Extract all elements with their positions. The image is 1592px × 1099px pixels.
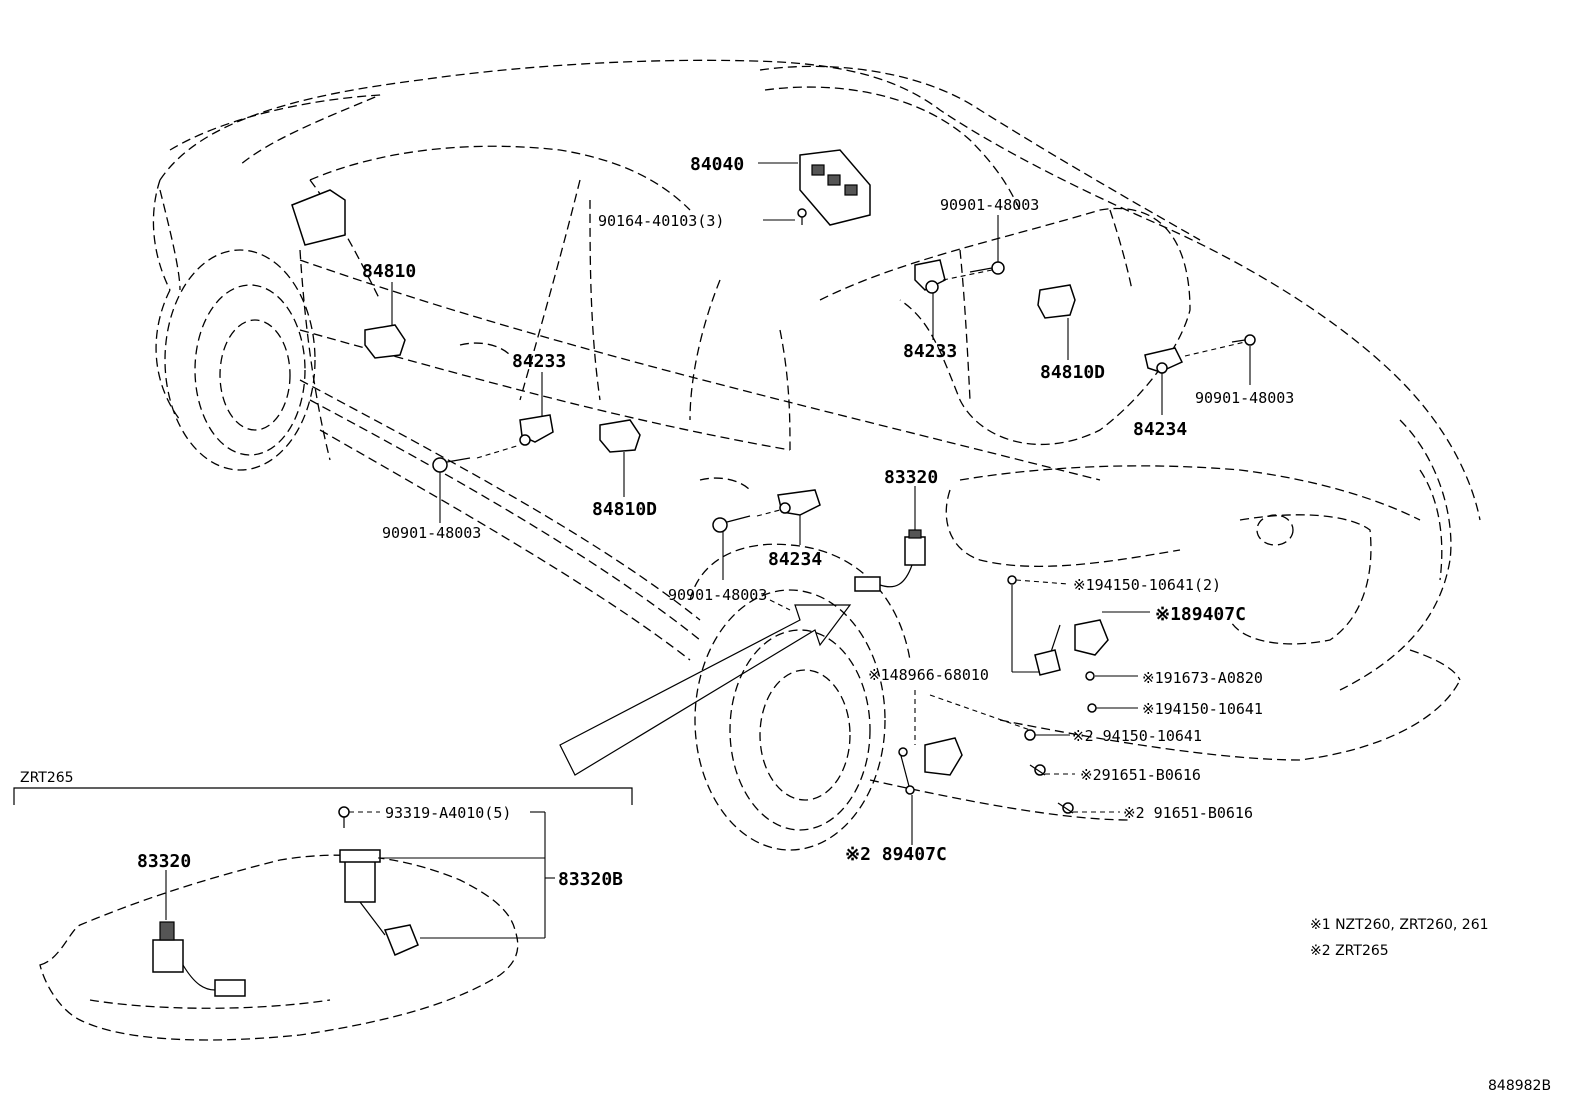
label-90901-front: 90901-48003 — [382, 524, 481, 542]
leader-lines — [391, 162, 1251, 845]
note-1: ※1 NZT260, ZRT260, 261 — [1310, 917, 1489, 933]
bolt-90901-mid — [712, 515, 751, 533]
bolt-90901-rear — [1231, 334, 1256, 346]
label-90901-top: 90901-48003 — [940, 196, 1039, 214]
nut-94150-1 — [1087, 703, 1097, 713]
label-94150-2: ※194150-10641(2) — [1073, 576, 1221, 594]
label-91651-b: ※2 91651-B0616 — [1123, 804, 1253, 822]
label-inset-83320: 83320 — [137, 851, 191, 872]
label-84810D-rear: 84810D — [1040, 362, 1105, 383]
callout-arrow — [559, 604, 852, 776]
label-84810: 84810 — [362, 261, 416, 282]
label-93319: 93319-A4010(5) — [385, 804, 511, 822]
window-switch-84810D-rear — [1037, 284, 1076, 319]
courtesy-switch-84234-mid — [777, 489, 821, 516]
inset-zrt265: ZRT265 93319-A4010(5) 83320 83320B — [13, 770, 633, 1041]
screw-90164 — [797, 208, 807, 225]
note-2: ※2 ZRT265 — [1310, 943, 1389, 959]
master-window-switch-84040 — [799, 149, 871, 226]
courtesy-switch-84233-front — [519, 414, 554, 446]
label-84233-front: 84233 — [512, 351, 566, 372]
label-83320B: 83320B — [558, 869, 623, 890]
bolt-91651-b — [1057, 802, 1074, 814]
label-90901-mid: 90901-48003 — [668, 586, 767, 604]
fuel-sender-83320 — [854, 529, 926, 592]
label-91673: ※191673-A0820 — [1142, 669, 1263, 687]
label-83320: 83320 — [884, 467, 938, 488]
label-94150-z: ※2 94150-10641 — [1072, 727, 1202, 745]
bolt-91651-a — [1029, 764, 1046, 776]
label-84234-mid: 84234 — [768, 549, 822, 570]
courtesy-switch-84234-rear — [1144, 347, 1184, 374]
label-84810D-front: 84810D — [592, 499, 657, 520]
window-switch-84810-front — [364, 324, 406, 359]
label-89407C-1: ※189407C — [1155, 604, 1246, 625]
label-89407C-2: ※2 89407C — [845, 844, 947, 865]
label-84233-rear: 84233 — [903, 341, 957, 362]
courtesy-switch-84233-rear — [914, 259, 946, 294]
figure-id: 848982B — [1488, 1078, 1551, 1094]
label-90901-rear: 90901-48003 — [1195, 389, 1294, 407]
label-84040: 84040 — [690, 154, 744, 175]
label-90164: 90164-40103(3) — [598, 212, 724, 230]
nut-94150-z — [1024, 729, 1036, 741]
side-mirror — [291, 189, 346, 246]
height-sensor-89407C-1 — [1007, 575, 1109, 676]
bolt-90901-front — [432, 457, 471, 473]
bolt-91673 — [1085, 671, 1095, 681]
label-94150-1: ※194150-10641 — [1142, 700, 1263, 718]
label-84234-rear: 84234 — [1133, 419, 1187, 440]
bolt-90901-top — [969, 261, 1005, 275]
height-sensor-89407C-2 — [898, 737, 963, 795]
inset-title: ZRT265 — [20, 770, 74, 786]
notes-legend: ※1 NZT260, ZRT260, 261 ※2 ZRT265 — [1310, 917, 1489, 959]
window-switch-84810D-front — [599, 419, 641, 453]
label-48966: ※148966-68010 — [868, 666, 989, 684]
part-labels: 84040 90164-40103(3) 90901-48003 84810 8… — [362, 154, 1294, 865]
label-91651-a: ※291651-B0616 — [1080, 766, 1201, 784]
